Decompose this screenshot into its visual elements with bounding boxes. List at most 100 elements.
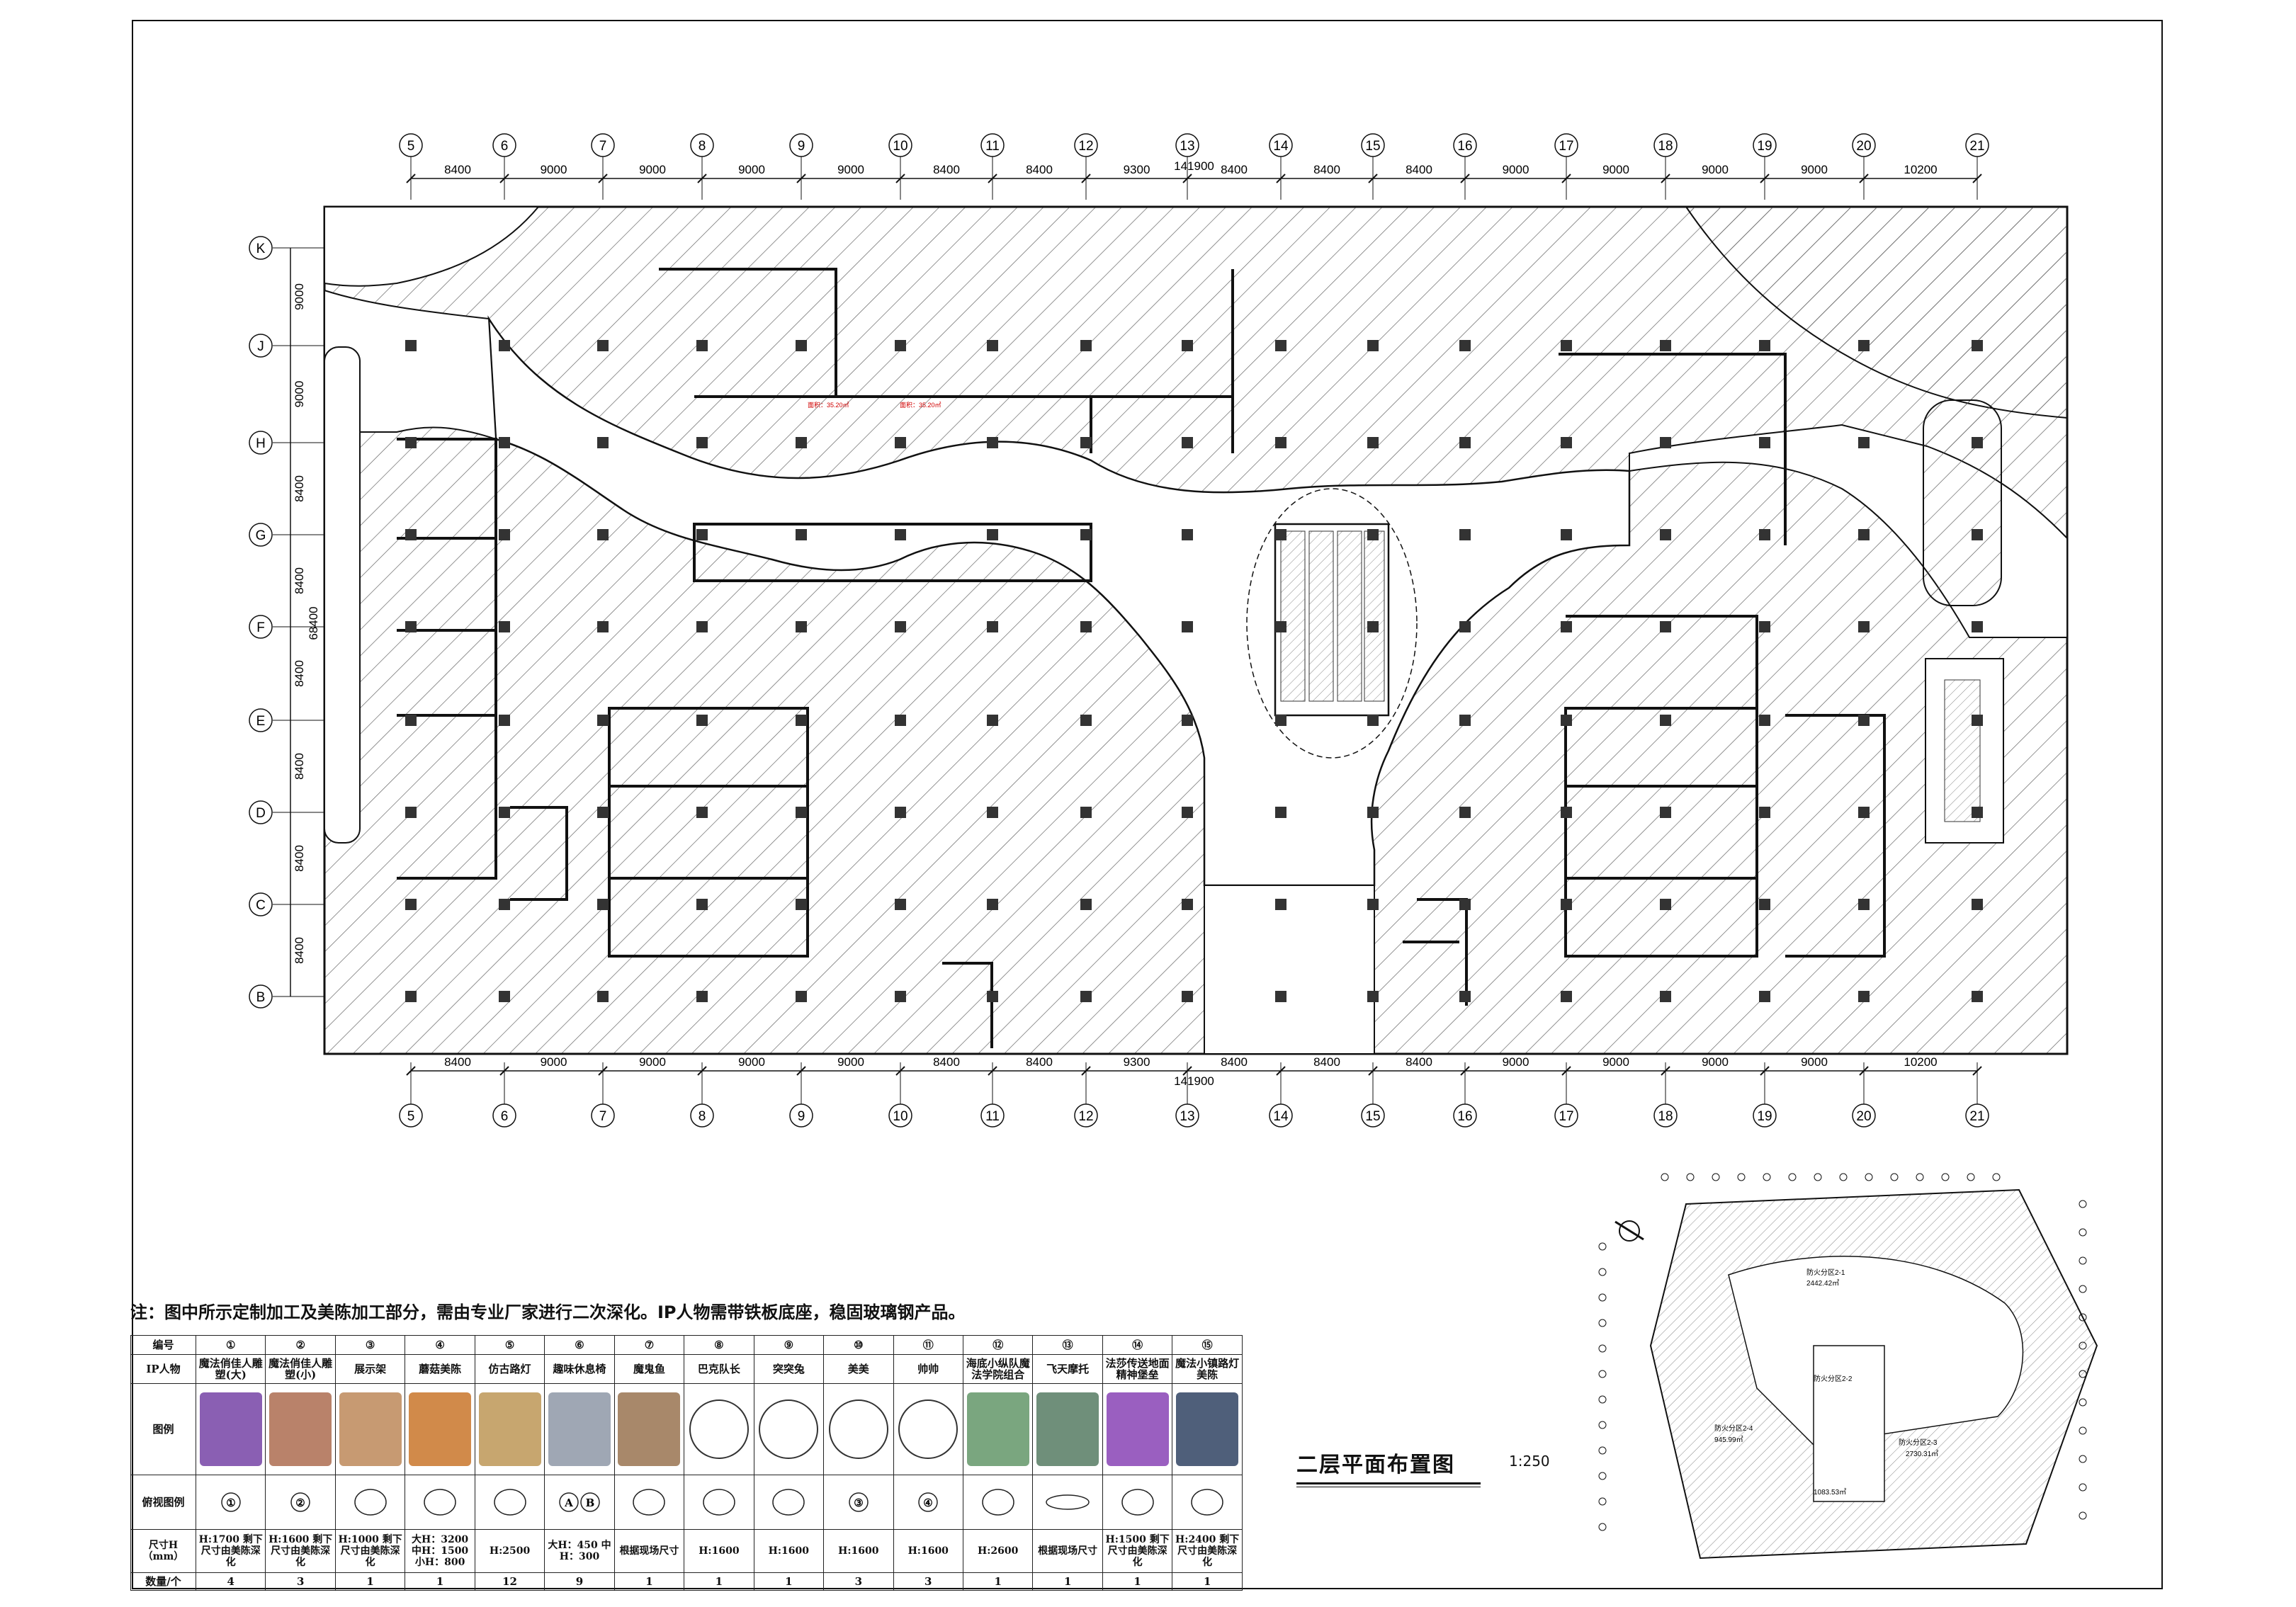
grid-row-spacing: 8400	[293, 567, 306, 594]
key-area-2-1: 防火分区2-1	[1806, 1268, 1845, 1277]
grid-col-label: 17	[1559, 1109, 1573, 1124]
plan-symbol	[1191, 1489, 1223, 1516]
legend-cell: H:1600 剩下尺寸由美陈深化	[265, 1529, 336, 1573]
key-area-val-2: 2730.31㎡	[1906, 1450, 1938, 1458]
legend-cell: ⑨	[753, 1335, 825, 1355]
legend-cell: 3	[893, 1572, 963, 1591]
legend-cell: 飞天摩托	[1032, 1354, 1103, 1384]
grid-col-spacing: 9000	[1702, 1055, 1729, 1069]
grid-row-spacing: 8400	[293, 845, 306, 872]
ip-figure-image	[828, 1399, 888, 1459]
legend-plan-cell	[962, 1475, 1034, 1530]
plan-symbol: ④	[918, 1492, 938, 1512]
legend-plan-cell	[684, 1475, 754, 1530]
legend-plan-cell: ①	[195, 1475, 266, 1530]
grid-col-spacing: 8400	[1313, 1055, 1340, 1069]
grid-col-spacing: 9300	[1124, 163, 1150, 176]
grid-col-label: 6	[501, 139, 509, 154]
legend-plan-cell	[1102, 1475, 1173, 1530]
legend-image-cell	[753, 1383, 825, 1475]
legend-plan-cell	[753, 1475, 825, 1530]
ip-figure-image	[478, 1392, 541, 1466]
grid-col-label: 11	[985, 139, 1000, 154]
grid-col-spacing: 10200	[1904, 1055, 1937, 1069]
grid-col-label: 13	[1180, 139, 1194, 154]
zone-label-1: 面积：35.20㎡	[808, 401, 849, 409]
legend-image-cell	[893, 1383, 963, 1475]
legend-plan-cell	[1172, 1475, 1243, 1530]
east-kiosk	[1923, 399, 2002, 606]
grid-col-spacing: 8400	[1406, 1055, 1432, 1069]
legend-image-cell	[613, 1383, 685, 1475]
grid-col-label: 19	[1757, 139, 1772, 154]
legend-cell: 魔法小镇路灯美陈	[1172, 1354, 1243, 1384]
legend-cell: H:2600	[962, 1529, 1034, 1573]
ip-figure-image	[269, 1392, 332, 1466]
grid-col-label: 9	[798, 1109, 805, 1124]
grid-col-label: 5	[407, 1109, 415, 1124]
legend-cell: 魔法俏佳人雕塑(大)	[195, 1354, 266, 1384]
grid-col-label: 14	[1273, 139, 1289, 154]
legend-row-header: 图例	[130, 1383, 196, 1475]
legend-row-header: 数量/个	[130, 1572, 196, 1591]
grid-col-spacing: 8400	[1221, 1055, 1248, 1069]
legend-cell: ①	[195, 1335, 266, 1355]
plan-symbol	[424, 1489, 456, 1516]
legend-cell: 1	[613, 1572, 685, 1591]
grid-col-label: 14	[1273, 1109, 1289, 1124]
grid-col-spacing: 8400	[933, 1055, 960, 1069]
grid-col-spacing: 8400	[1026, 163, 1053, 176]
legend-cell: 根据现场尺寸	[1032, 1529, 1103, 1573]
atrium-ring	[1246, 488, 1418, 759]
legend-cell: 魔法俏佳人雕塑(小)	[265, 1354, 336, 1384]
legend-image-cell	[962, 1383, 1034, 1475]
legend-cell: 1	[684, 1572, 754, 1591]
legend-cell: H:1500 剩下尺寸由美陈深化	[1102, 1529, 1173, 1573]
escalators	[1280, 530, 1385, 702]
legend-cell: H:1600	[893, 1529, 963, 1573]
grid-col-spacing: 9000	[837, 1055, 864, 1069]
ip-figure-image	[199, 1392, 262, 1466]
grid-col-spacing: 10200	[1904, 163, 1937, 176]
grid-col-spacing: 9000	[1503, 1055, 1529, 1069]
grid-col-label: 15	[1365, 139, 1380, 154]
legend-cell: 突突兔	[753, 1354, 825, 1384]
ip-figure-image	[548, 1392, 611, 1466]
key-area-val-1: 2442.42㎡	[1806, 1279, 1839, 1288]
legend-cell: 海底小纵队魔法学院组合	[962, 1354, 1034, 1384]
legend-cell: 1	[1032, 1572, 1103, 1591]
legend-cell: ②	[265, 1335, 336, 1355]
grid-col-label: 13	[1180, 1109, 1194, 1124]
key-area-2-2: 防火分区2-2	[1814, 1374, 1853, 1383]
grid-col-label: 18	[1658, 139, 1673, 154]
grid-col-spacing: 8400	[444, 1055, 471, 1069]
legend-cell: 大H：450 中H：300	[544, 1529, 615, 1573]
grid-col-spacing: 9000	[1602, 1055, 1629, 1069]
grid-col-spacing: 9000	[1503, 163, 1529, 176]
legend-cell: ⑮	[1172, 1335, 1243, 1355]
plan-symbol	[703, 1489, 735, 1516]
svg-text:②: ②	[295, 1497, 305, 1509]
legend-image-cell	[474, 1383, 545, 1475]
ip-figure-image	[409, 1392, 472, 1466]
ip-figure-image	[1106, 1392, 1169, 1466]
grid-col-label: 15	[1365, 1109, 1380, 1124]
legend-cell: 根据现场尺寸	[613, 1529, 685, 1573]
legend-cell: ⑪	[893, 1335, 963, 1355]
west-entrance-plaza	[324, 289, 497, 441]
grid-col-spacing: 9000	[1602, 163, 1629, 176]
legend-cell: 1	[1102, 1572, 1173, 1591]
drawing-title: 二层平面布置图	[1296, 1453, 1455, 1477]
legend-cell: H:1600	[823, 1529, 894, 1573]
grid-col-label: 21	[1969, 1109, 1984, 1124]
legend-cell: 1	[962, 1572, 1034, 1591]
legend-cell: 大H：3200 中H：1500 小H：800	[405, 1529, 475, 1573]
legend-cell: 帅帅	[893, 1354, 963, 1384]
legend-cell: 展示架	[334, 1354, 406, 1384]
grid-row-label: H	[256, 436, 266, 451]
grid-col-spacing: 9000	[837, 163, 864, 176]
area-labels: 面积：35.20㎡ 面积：35.20㎡	[808, 401, 941, 409]
